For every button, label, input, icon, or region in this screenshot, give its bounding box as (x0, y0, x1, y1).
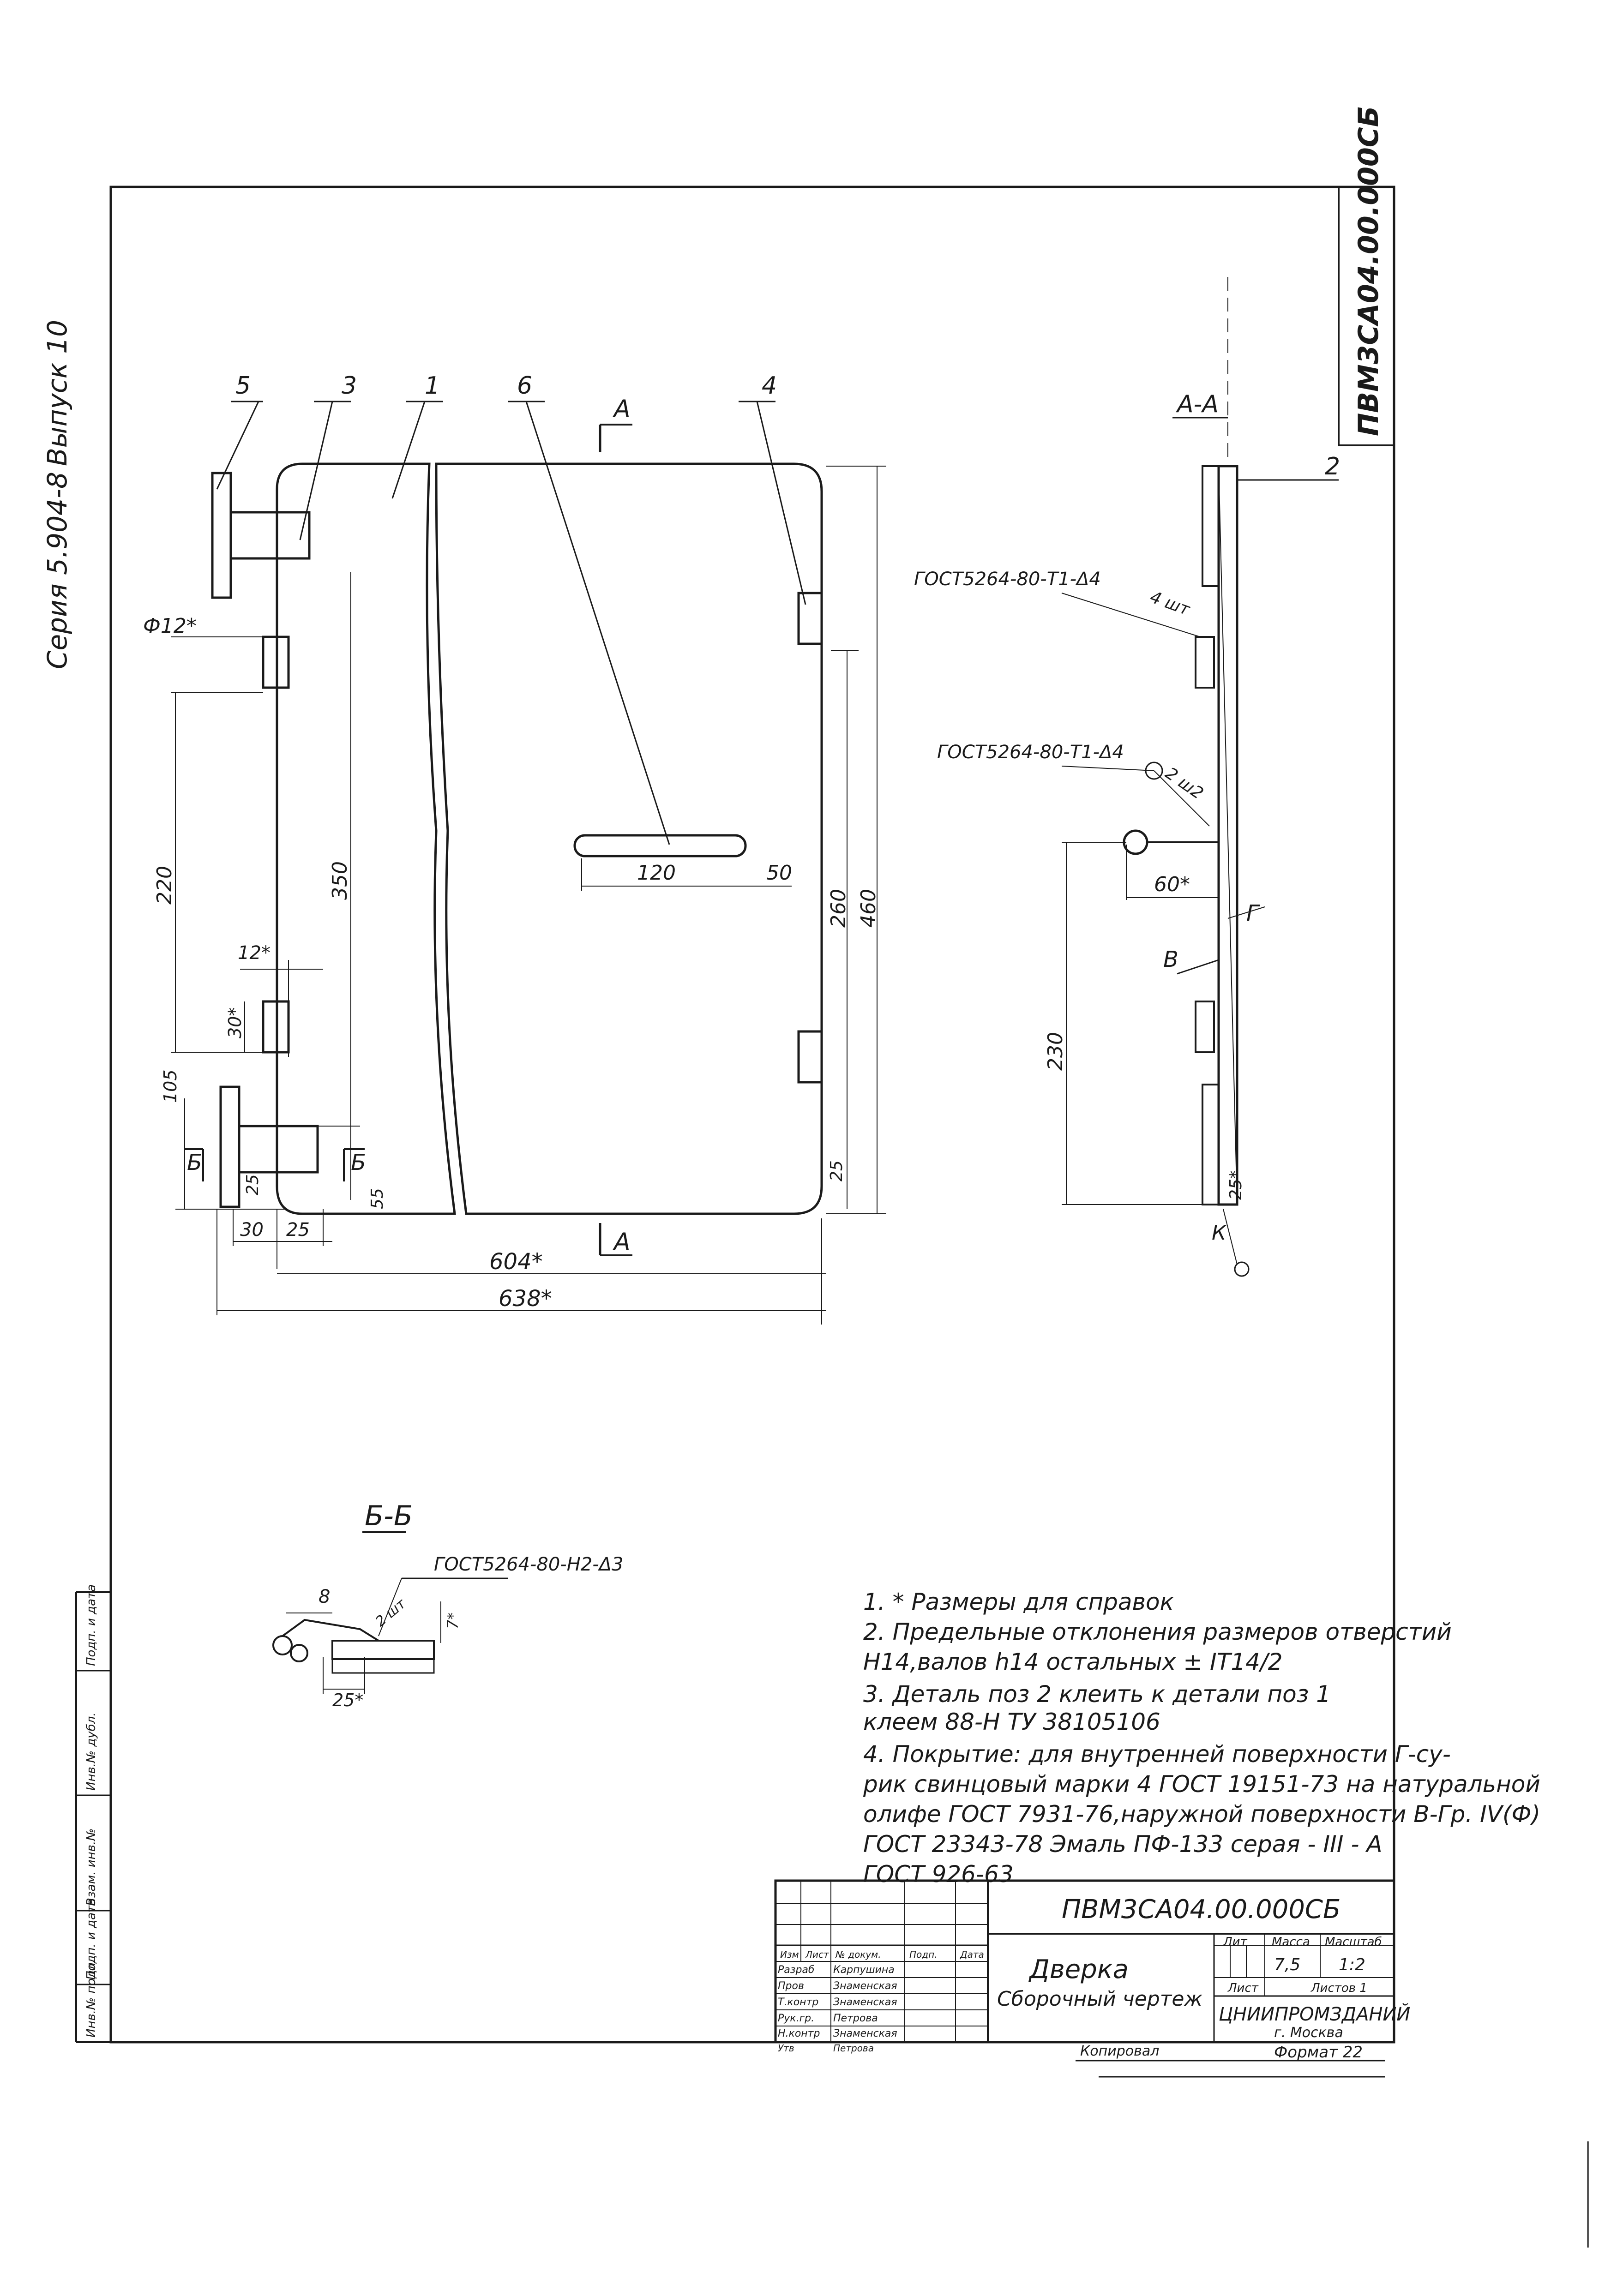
section-aa-view (1061, 277, 1339, 1277)
format-label: Формат 22 (1274, 2043, 1363, 2062)
tb-org: ЦНИИПРОМЗДАНИЙ (1219, 2004, 1411, 2025)
section-b-right: Б (351, 1150, 366, 1175)
note-4c: олифе ГОСТ 7931-76,наружной поверхности … (863, 1801, 1541, 1828)
dim-50: 50 (766, 861, 792, 885)
tb-head-izm: Изм (780, 1949, 799, 1960)
strip-label-4: Инв.№ дубл. (84, 1712, 98, 1791)
aa-pos-2: 2 (1325, 453, 1341, 480)
tb-name-4: Петрова (833, 2013, 878, 2024)
dim-350: 350 (328, 861, 352, 900)
note-2: 2. Предельные отклонения размеров отверс… (863, 1619, 1452, 1645)
section-mark-top: А (614, 395, 631, 423)
tb-name-1: Карпушина (833, 1964, 895, 1976)
dim-460: 460 (857, 889, 880, 928)
corner-stamp-box (1338, 186, 1395, 446)
tb-mass: 7,5 (1274, 1955, 1301, 1974)
tb-city: г. Москва (1274, 2025, 1343, 2041)
dim-260: 260 (827, 889, 850, 928)
dim-638: 638* (499, 1286, 552, 1312)
aa-weld-1: ГОСТ5264-80-Т1-Δ4 (914, 569, 1101, 590)
tb-sheet: Лист (1228, 1981, 1258, 1995)
tb-col-lit: Лит (1223, 1935, 1247, 1949)
aa-dim-230: 230 (1044, 1032, 1067, 1071)
aa-label-g: Г (1246, 900, 1259, 926)
dim-d12: Ф12* (143, 614, 197, 638)
tb-role-5: Н.контр (778, 2028, 820, 2039)
aa-label-v: В (1163, 947, 1178, 972)
leader-3: 3 (342, 372, 357, 400)
note-2b: Н14,валов h14 остальных ± IT14/2 (863, 1649, 1283, 1675)
strip-label-5: Подп. и дата (84, 1584, 98, 1666)
tb-head-list: Лист (806, 1949, 829, 1960)
tb-role-3: Т.контр (778, 1996, 819, 2008)
tb-head-date: Дата (960, 1949, 984, 1960)
dim-25b: 25 (286, 1219, 310, 1241)
dim-105: 105 (160, 1069, 180, 1103)
aa-dim-60: 60* (1154, 873, 1190, 896)
section-aa-title: А-А (1177, 390, 1219, 418)
note-1: 1. * Размеры для справок (863, 1589, 1174, 1615)
tb-head-doc: № докум. (836, 1949, 881, 1960)
section-mark-bottom: А (614, 1228, 631, 1256)
dim-604: 604* (489, 1249, 543, 1275)
dim-220: 220 (153, 866, 176, 905)
tb-role-1: Разраб (778, 1964, 815, 1976)
dim-p5: 25 (243, 1174, 262, 1195)
leader-4: 4 (762, 372, 777, 400)
tb-scale: 1:2 (1339, 1955, 1365, 1974)
aa-weld-2: ГОСТ5264-80-Т1-Δ4 (937, 742, 1124, 763)
note-4d: ГОСТ 23343-78 Эмаль ПФ-133 серая - III -… (863, 1831, 1383, 1858)
note-4: 4. Покрытие: для внутренней поверхности … (863, 1741, 1451, 1768)
section-bb-title: Б-Б (365, 1500, 413, 1532)
dim-30v: 30* (225, 1007, 245, 1038)
leader-5: 5 (235, 372, 251, 400)
note-3b: клеем 88-Н ТУ 38105106 (863, 1709, 1160, 1735)
leader-6: 6 (517, 372, 533, 400)
dim-25: 25 (827, 1160, 846, 1181)
note-4e: ГОСТ 926-63 (863, 1861, 1014, 1888)
bb-dim-7: 7* (444, 1612, 462, 1629)
series-label: Серия 5.904-8 (42, 472, 73, 669)
tb-head-sign: Подп. (909, 1949, 938, 1960)
tb-code: ПВМ3СА04.00.000СБ (1062, 1894, 1341, 1924)
tb-sheets: Листов 1 (1311, 1981, 1367, 1995)
dim-120: 120 (637, 861, 676, 885)
section-b-left: Б (187, 1150, 202, 1175)
tb-name: Дверка (1029, 1954, 1129, 1984)
dim-30: 30 (240, 1219, 264, 1241)
dim-55: 55 (368, 1188, 387, 1209)
bb-dim-25: 25* (332, 1690, 364, 1710)
title-block-grid (774, 1879, 1395, 2044)
tb-name-6: Петрова (833, 2043, 874, 2054)
copied-label: Копировал (1080, 2043, 1160, 2059)
tb-name-5: Знаменская (833, 2028, 897, 2039)
note-4b: рик свинцовый марки 4 ГОСТ 19151-73 на н… (863, 1771, 1540, 1798)
dim-12b: 12* (238, 942, 271, 964)
aa-label-k: К (1212, 1221, 1226, 1245)
tb-role-4: Рук.гр. (778, 2013, 815, 2024)
sheet-frame (109, 186, 1395, 2044)
corner-stamp-code: ПВМ3СА04.00.000СБ (1353, 106, 1385, 436)
strip-label-2: Подп. и дата (84, 1898, 98, 1980)
leader-1: 1 (425, 372, 440, 400)
tb-name-3: Знаменская (833, 1996, 897, 2008)
issue-label: Выпуск 10 (42, 320, 73, 466)
tb-doc-type: Сборочный чертеж (997, 1987, 1203, 2011)
tb-col-scale: Масштаб (1325, 1935, 1382, 1949)
door-main-view (171, 401, 886, 1325)
strip-label-3: Взам. инв.№ (84, 1828, 98, 1906)
tb-col-mass: Масса (1272, 1935, 1310, 1949)
bb-weld: ГОСТ5264-80-Н2-Δ3 (434, 1554, 624, 1575)
aa-dim-25: 25* (1226, 1170, 1245, 1200)
bb-dim-8: 8 (319, 1586, 331, 1607)
tb-role-6: Утв (778, 2043, 794, 2054)
tb-role-2: Пров (778, 1980, 804, 1992)
note-3: 3. Деталь поз 2 клеить к детали поз 1 (863, 1681, 1331, 1708)
section-bb-view (272, 1531, 508, 1694)
tb-name-2: Знаменская (833, 1980, 897, 1992)
